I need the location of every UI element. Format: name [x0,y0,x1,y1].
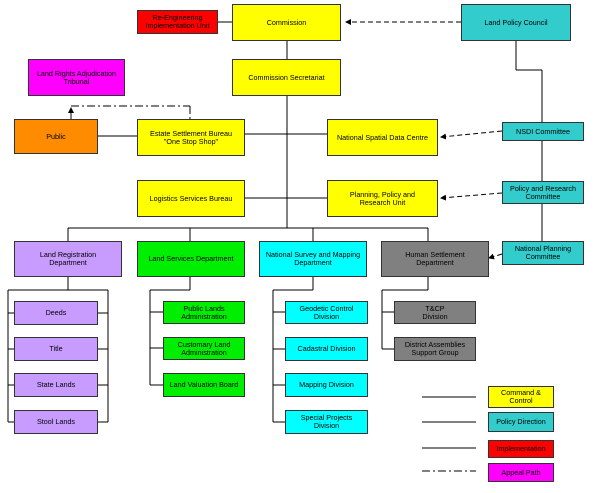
arrow-nsdi-to-nsdc [440,130,503,140]
land-services-department: Land Services Department [137,241,245,277]
land-rights-tribunal: Land Rights Adjudication Tribunal [28,59,125,96]
land-policy-council: Land Policy Council [461,4,571,41]
deeds-box: Deeds [14,301,98,325]
planning-policy-research-unit: Planning, Policy and Research Unit [327,180,438,217]
public-lands-administration: Public Lands Administration [163,301,245,324]
estate-settlement-bureau: Estate Settlement Bureau "One Stop Shop" [137,119,245,156]
customary-land-administration: Customary Land Administration [163,337,245,360]
human-settlement-department: Human Settlement Department [381,241,489,277]
national-spatial-data-centre: National Spatial Data Centre [327,119,438,156]
national-survey-mapping-department: National Survey and Mapping Department [259,241,367,277]
legend-command-control: Command & Control [488,386,554,408]
commission-secretariat: Commission Secretariat [232,59,341,96]
public: Public [14,119,98,154]
state-lands-box: State Lands [14,373,98,397]
legend-implementation: Implementation [488,440,554,458]
arrow-research-to-planning [440,192,503,201]
mapping-division: Mapping Division [285,373,368,397]
special-projects-division: Special Projects Division [285,410,368,434]
tcp-division: T&CP Division [394,301,476,324]
national-planning-committee: National Planning Committee [502,241,584,265]
district-assemblies-support-group: District Assemblies Support Group [394,337,476,361]
legend-appeal-path: Appeal Path [488,463,554,482]
title-box: Title [14,337,98,361]
cadastral-division: Cadastral Division [285,337,368,361]
arrow-planning-committee-to-hs [488,253,503,260]
land-registration-department: Land Registration Department [14,241,122,277]
nsdi-committee: NSDI Committee [502,122,584,141]
stool-lands-box: Stool Lands [14,410,98,434]
commission: Commission [232,4,341,41]
legend-policy-direction: Policy Direction [488,412,554,432]
reengineering-unit: Re-Engineering Implementation Unit [137,10,218,34]
geodetic-control-division: Geodetic Control Division [285,301,368,324]
logistics-services-bureau: Logistics Services Bureau [137,180,245,217]
land-valuation-board: Land Valuation Board [163,373,245,397]
policy-research-committee: Policy and Research Committee [502,181,584,204]
